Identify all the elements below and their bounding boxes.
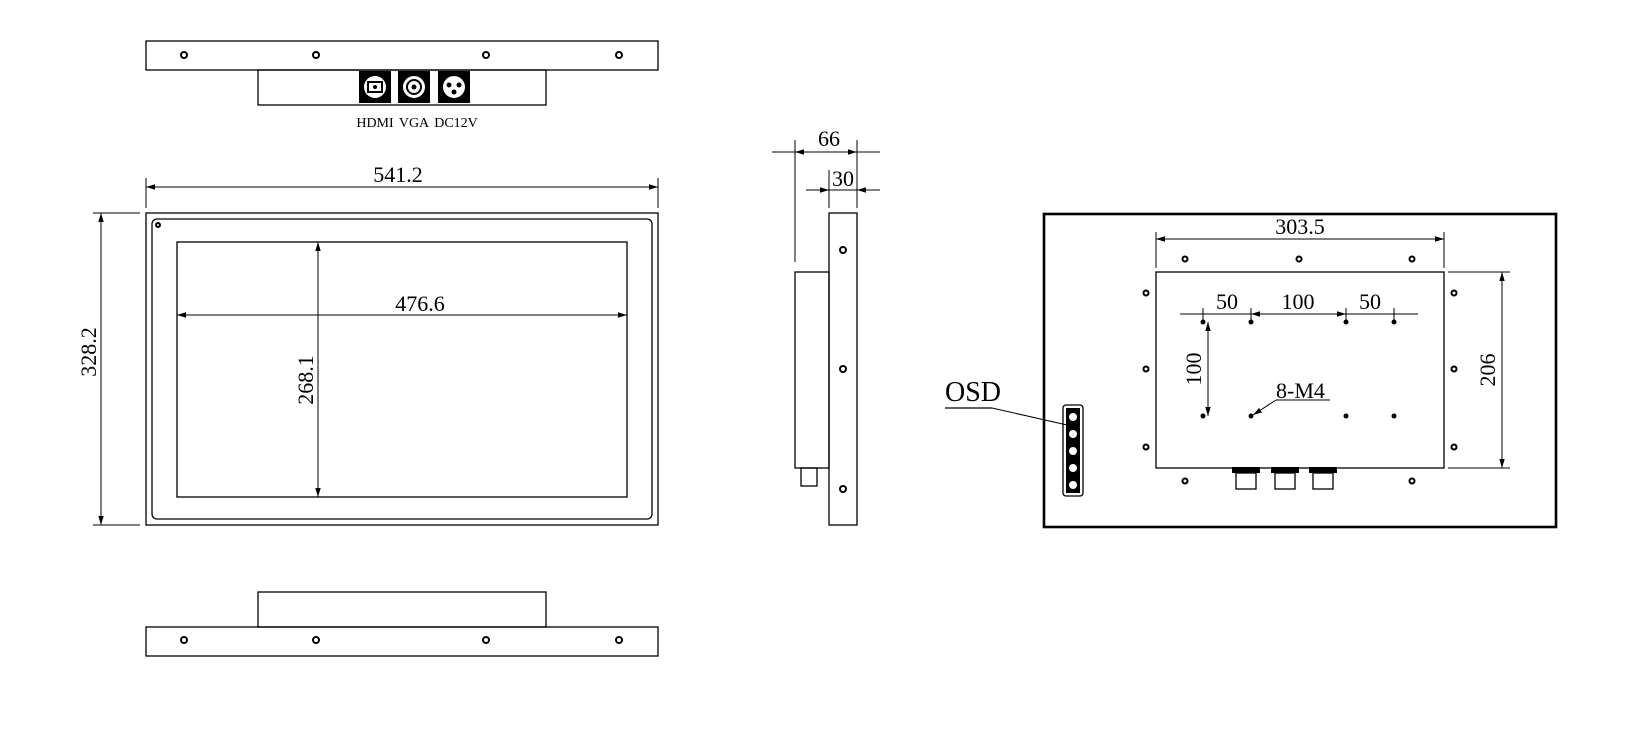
front-view: 541.2 328.2 476.6 268.1 xyxy=(76,162,659,526)
dim-frame-depth: 30 xyxy=(832,166,854,191)
dim-outer-hole-span: 303.5 xyxy=(1275,214,1325,239)
dim-outer-width: 541.2 xyxy=(373,162,423,187)
dim-panel-height: 206 xyxy=(1475,354,1500,387)
osd-keypad xyxy=(1062,404,1084,497)
dim-inner-right: 50 xyxy=(1359,289,1381,314)
dim-inner-vertical: 100 xyxy=(1181,353,1206,386)
top-view-screws xyxy=(180,51,623,59)
bottom-view-housing xyxy=(257,591,547,628)
dim-inner-left: 50 xyxy=(1216,289,1238,314)
bottom-view-screws xyxy=(180,636,623,644)
dim-active-height: 268.1 xyxy=(293,355,318,405)
dim-total-depth: 66 xyxy=(818,126,840,151)
screw-spec-label: 8-M4 xyxy=(1276,378,1325,403)
rear-housing xyxy=(1155,271,1445,469)
rear-view: OSD 303.5 50 100 50 100 206 8-M4 xyxy=(945,212,1558,529)
side-connector xyxy=(800,467,818,487)
rear-connectors xyxy=(1232,467,1337,490)
osd-label: OSD xyxy=(945,377,1001,408)
top-view-bezel xyxy=(145,40,659,71)
rear-outer-frame xyxy=(1042,212,1558,529)
front-bezel-inner xyxy=(151,218,653,520)
front-outer-frame xyxy=(145,212,659,526)
bottom-view-bezel xyxy=(145,626,659,657)
dim-inner-mid: 100 xyxy=(1282,289,1315,314)
side-view: 66 30 xyxy=(772,126,880,526)
hdmi-port-icon xyxy=(359,71,391,103)
side-view-screws xyxy=(839,246,847,493)
vga-port-icon xyxy=(398,71,430,103)
side-housing xyxy=(794,271,830,469)
top-view: HDMI VGA DC12V xyxy=(145,40,659,131)
bottom-view xyxy=(145,591,659,657)
front-indicator-led xyxy=(155,222,161,228)
dc12v-label: DC12V xyxy=(434,116,478,131)
dc12v-port-icon xyxy=(438,71,470,103)
hdmi-label: HDMI xyxy=(356,116,394,131)
dim-active-width: 476.6 xyxy=(395,291,445,316)
vga-label: VGA xyxy=(399,116,430,131)
rear-outer-screws xyxy=(1142,255,1458,485)
rear-inner-screws xyxy=(1200,319,1397,419)
dim-outer-height: 328.2 xyxy=(76,327,101,377)
front-active-area xyxy=(176,241,628,498)
top-view-housing xyxy=(257,69,547,106)
